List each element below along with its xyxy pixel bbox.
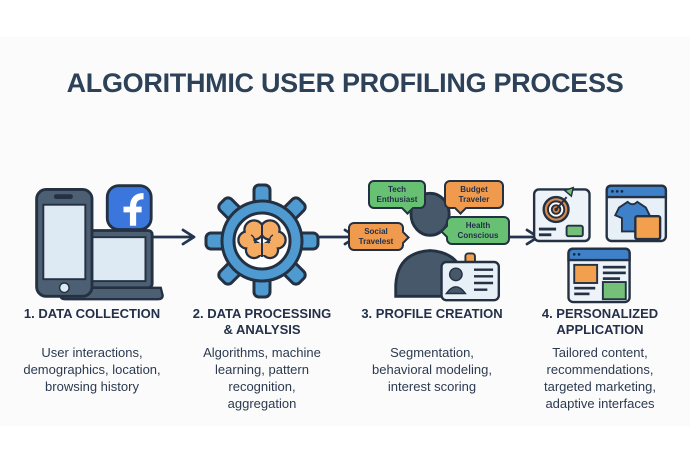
gear-icon xyxy=(204,183,320,299)
stage-profile-creation: Tech Enthusiast Budget Traveler Social T… xyxy=(346,178,518,395)
stage-1-heading: 1. DATA COLLECTION xyxy=(23,306,161,321)
stage-4-description: Tailored content, recommendations, targe… xyxy=(543,345,656,412)
profile-tag-health-conscious: Health Conscious xyxy=(446,216,510,246)
profile-tag-social-travelest: Social Travelest xyxy=(348,222,404,252)
target-window-icon xyxy=(532,186,591,243)
stage-2-heading: 2. DATA PROCESSING & ANALYSIS xyxy=(192,306,332,338)
shop-window-icon xyxy=(605,184,668,243)
stage-data-processing: 2. DATA PROCESSING & ANALYSIS Algorithms… xyxy=(178,178,346,413)
flow-arrow-icon xyxy=(153,228,196,246)
personalized-windows-icon xyxy=(516,178,684,304)
stage-personalized-application: 4. PERSONALIZED APPLICATION Tailored con… xyxy=(516,178,684,413)
personalized-windows-icon xyxy=(532,184,668,304)
diagram-title: ALGORITHMIC USER PROFILING PROCESS xyxy=(66,68,624,98)
facebook-icon xyxy=(105,184,153,231)
devices-icon xyxy=(35,184,164,301)
stage-3-heading: 3. PROFILE CREATION xyxy=(361,306,503,321)
profile-tag-budget-traveler: Budget Traveler xyxy=(444,180,504,210)
content-window-icon xyxy=(567,247,631,304)
stage-4-heading: 4. PERSONALIZED APPLICATION xyxy=(541,306,659,338)
user-silhouette-id-card-icon: Tech Enthusiast Budget Traveler Social T… xyxy=(346,178,518,304)
stage-data-collection: 1. DATA COLLECTION User interactions, de… xyxy=(8,178,176,395)
profile-tag-tech-enthusiast: Tech Enthusiast xyxy=(368,180,426,210)
brain-icon xyxy=(237,219,287,260)
gear-brain-icon xyxy=(178,178,346,304)
id-card-icon xyxy=(440,252,501,302)
stage-2-description: Algorithms, machine learning, pattern re… xyxy=(203,345,321,412)
stage-3-description: Segmentation, behavioral modeling, inter… xyxy=(372,345,492,395)
phone-laptop-facebook-icon xyxy=(8,178,176,304)
smartphone-icon xyxy=(35,188,94,298)
stage-1-description: User interactions, demographics, locatio… xyxy=(23,345,161,395)
